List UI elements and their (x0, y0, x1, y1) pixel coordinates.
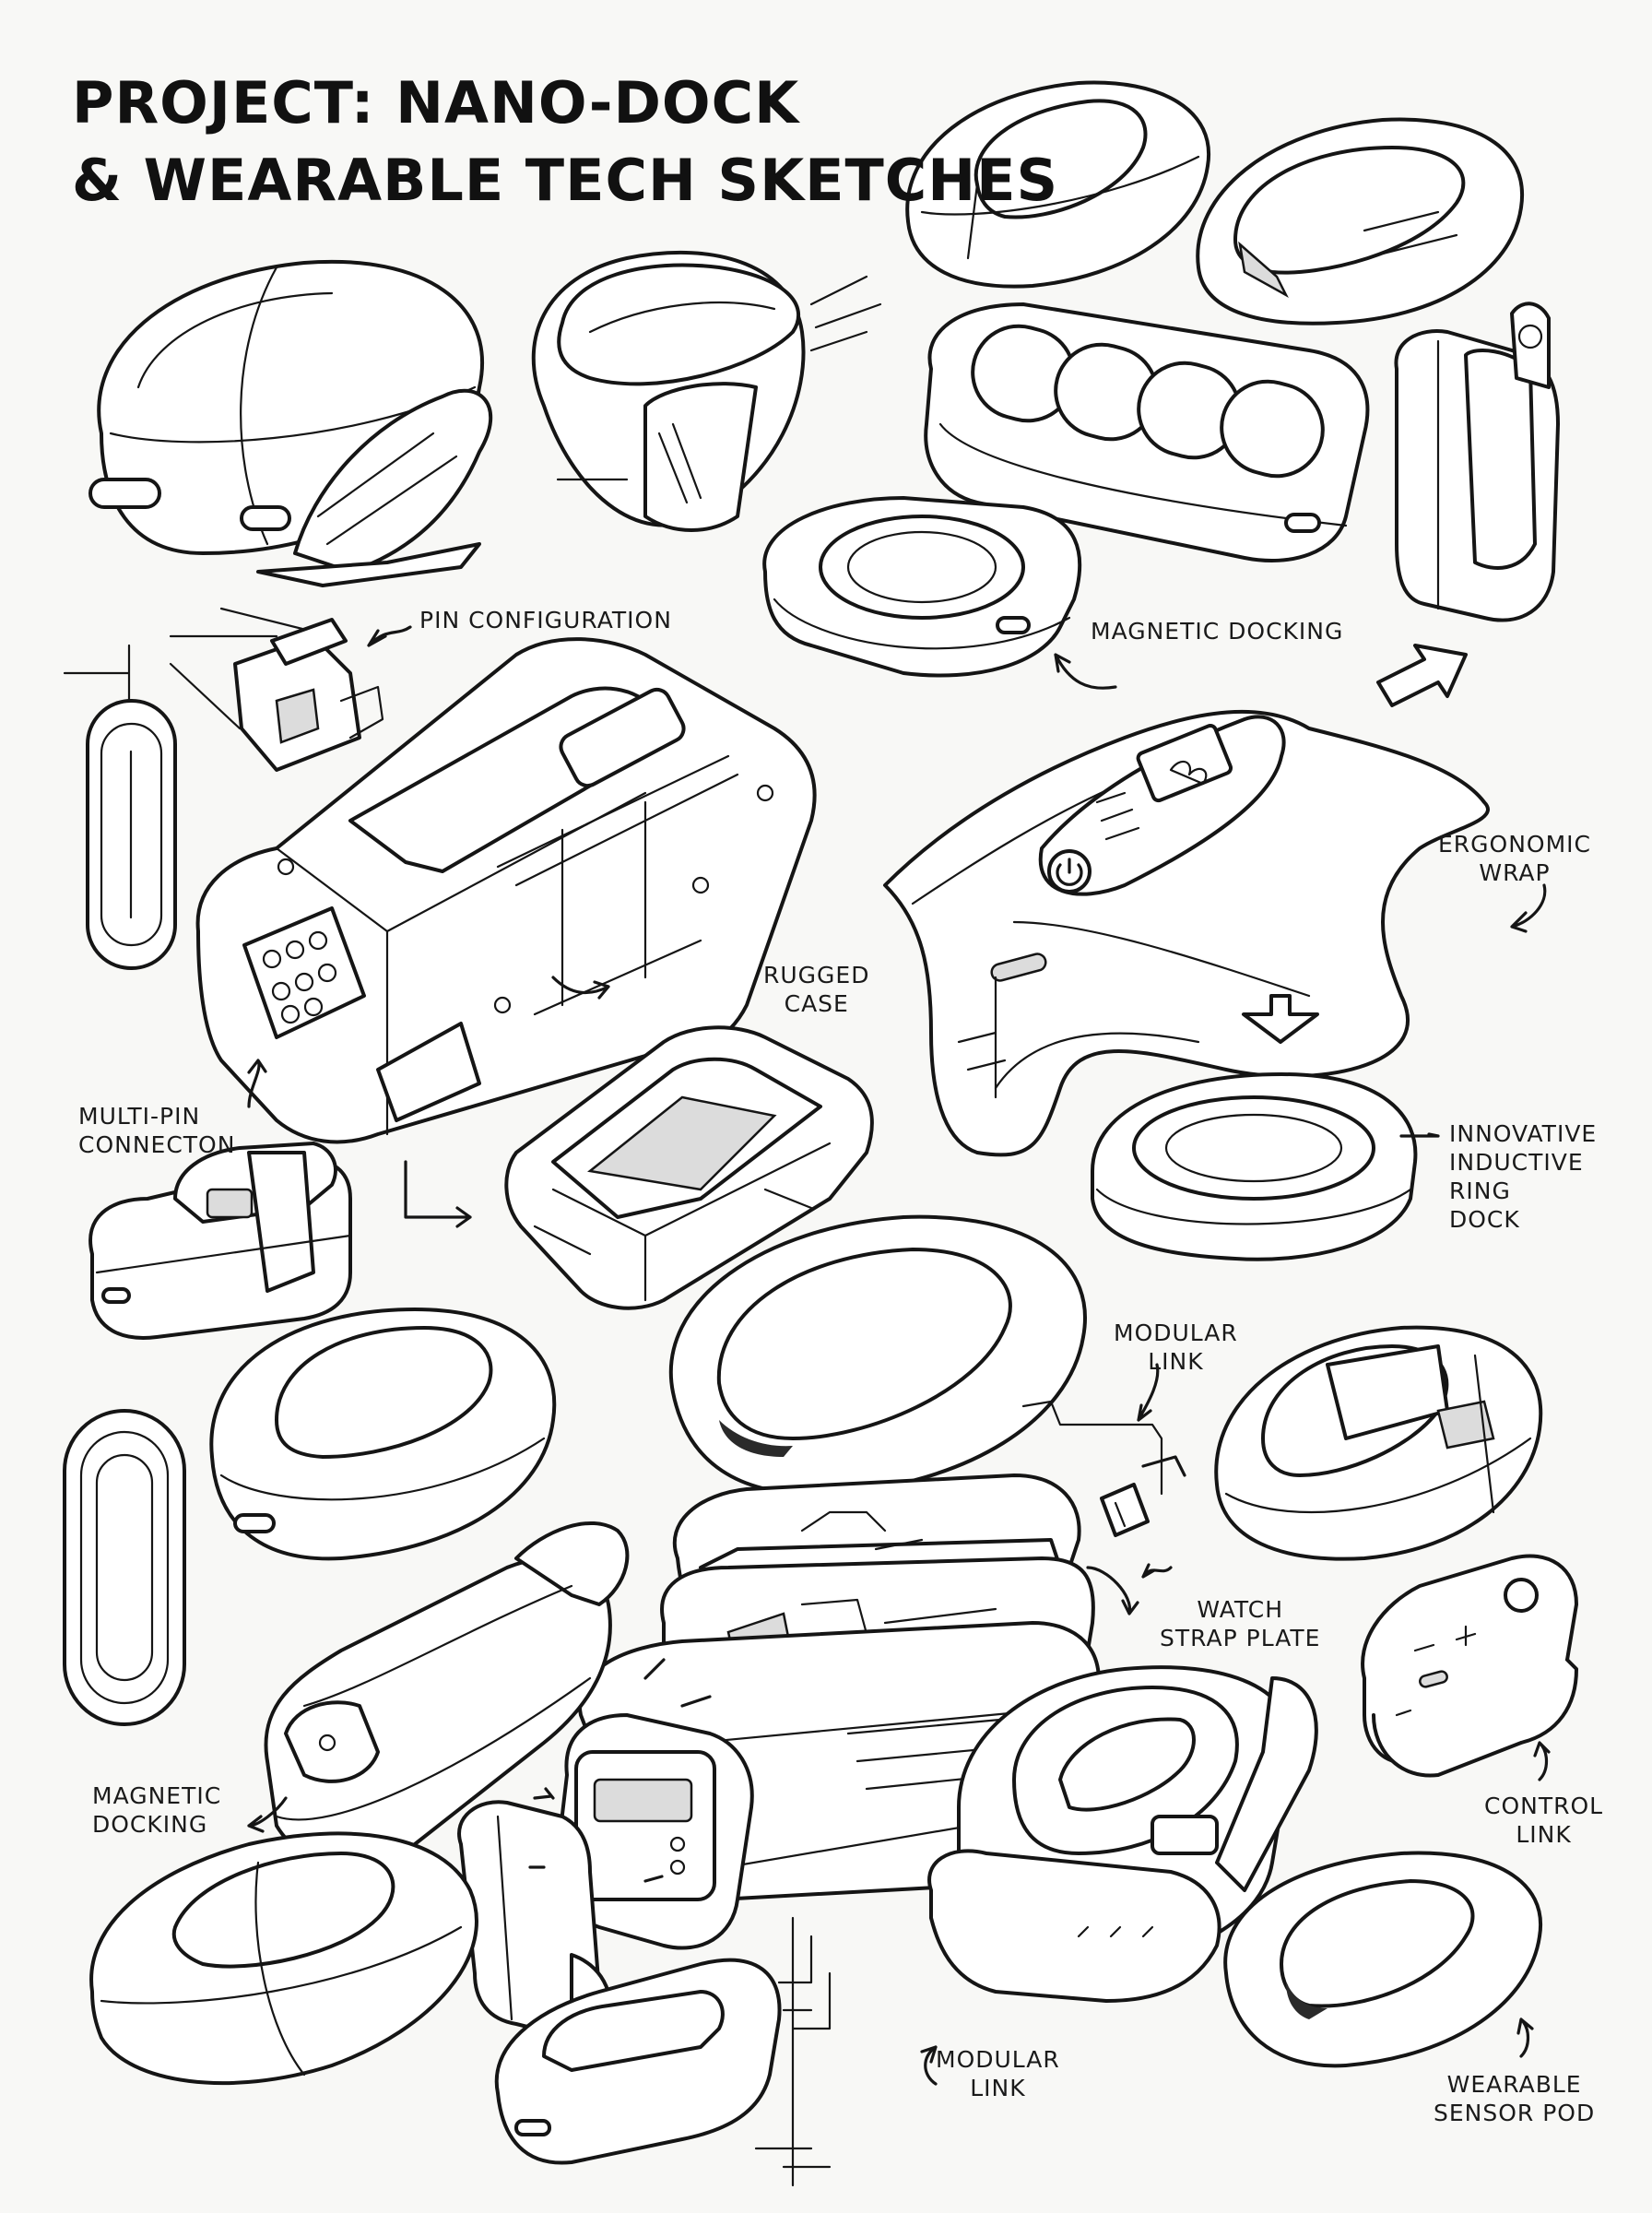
label-ergonomic-wrap: ERGONOMIC WRAP (1438, 831, 1591, 886)
label-magnetic-docking-top: MAGNETIC DOCKING (1091, 618, 1344, 645)
slim-pill-sketch-top (63, 644, 177, 970)
bottom-cable-pod-sketch (494, 1916, 832, 2187)
pin-configuration-connector-sketch (169, 607, 384, 772)
square-ring-pad-sketch (762, 496, 1082, 678)
label-modular-link-bottom: MODULAR LINK (936, 2046, 1060, 2101)
label-rugged-case: RUGGED CASE (763, 962, 870, 1017)
arrow-icon (247, 625, 1551, 2086)
label-innovative-inductive-ring-dock: INNOVATIVE INDUCTIVE RING DOCK (1449, 1120, 1598, 1233)
four-slot-charging-tray-sketch (924, 302, 1370, 562)
pebble-device-sketch-center (669, 1214, 1087, 1497)
pebble-clip-sketch-1 (905, 80, 1211, 289)
page-title: PROJECT: NANO-DOCK & WEARABLE TECH SKETC… (72, 65, 1058, 219)
small-multi-pin-clip-sketch (88, 1142, 352, 1340)
ergonomic-wrap-sketch (883, 709, 1490, 1157)
tall-clip-device-sketch (1394, 302, 1560, 622)
label-pin-configuration: PIN CONFIGURATION (419, 607, 672, 633)
watch-strap-sketch (927, 1665, 1318, 2003)
label-watch-strap-plate: WATCH STRAP PLATE (1160, 1596, 1321, 1651)
pebble-clip-sketch-2 (1196, 117, 1525, 325)
rugged-case-open-sketch (504, 1025, 874, 1310)
clip-device-sketch (531, 251, 882, 532)
right-clip-pebble-sketch (1214, 1325, 1543, 1561)
capsule-case-sketch (88, 259, 493, 587)
title-line-1: PROJECT: NANO-DOCK (72, 69, 800, 136)
control-link-remote-sketch (1361, 1554, 1578, 1778)
capsule-case-sketch-bottom (89, 1831, 478, 2086)
inductive-ring-dock-sketch (1091, 1072, 1418, 1261)
wearable-sensor-pod-sketch (1223, 1851, 1543, 2068)
rugged-dock-sketch (195, 637, 817, 1144)
slim-pill-sketch-bottom (63, 1409, 186, 1726)
title-line-2: & WEARABLE TECH SKETCHES (72, 147, 1059, 214)
label-wearable-sensor-pod: WEARABLE SENSOR POD (1434, 2071, 1596, 2126)
label-multi-pin-connecton: MULTI-PIN CONNECTON (78, 1103, 236, 1158)
label-modular-link-top: MODULAR LINK (1114, 1320, 1238, 1375)
modular-link-cable-sketch (1021, 1400, 1186, 1537)
pebble-device-sketch-mid-left (209, 1308, 557, 1561)
label-control-link: CONTROL LINK (1484, 1793, 1604, 1848)
label-magnetic-docking-bottom: MAGNETIC DOCKING (92, 1782, 222, 1838)
